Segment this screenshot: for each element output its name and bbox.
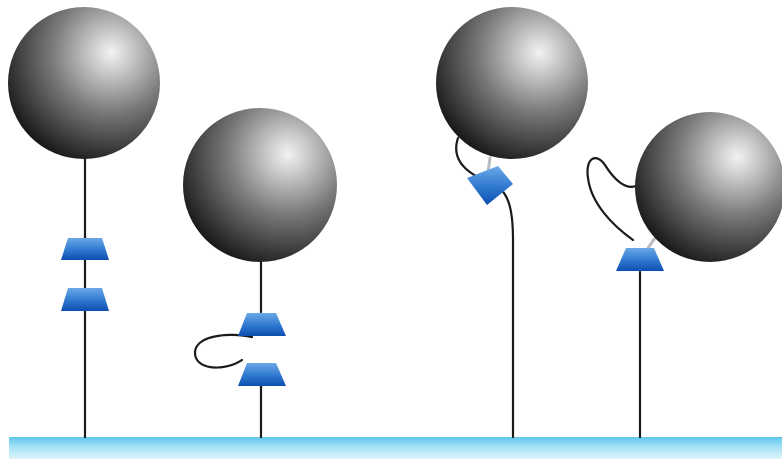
panel-2: [183, 108, 337, 437]
panel-4: [587, 112, 782, 437]
glass-surface: [9, 437, 782, 459]
tether-curve: [495, 185, 513, 437]
bead: [635, 112, 782, 262]
protein-domain: [61, 238, 109, 260]
panel-3: [436, 7, 588, 437]
linker: [648, 238, 655, 248]
panel-1: [8, 7, 160, 437]
protein-domain: [238, 363, 286, 386]
bead: [183, 108, 337, 262]
protein-domain: [61, 288, 109, 311]
tether-loop: [587, 158, 638, 240]
tether-loop: [195, 335, 252, 368]
bead: [8, 7, 160, 159]
protein-domain: [467, 166, 513, 205]
bead: [436, 7, 588, 159]
protein-domain: [616, 248, 664, 271]
protein-domain: [238, 313, 286, 336]
